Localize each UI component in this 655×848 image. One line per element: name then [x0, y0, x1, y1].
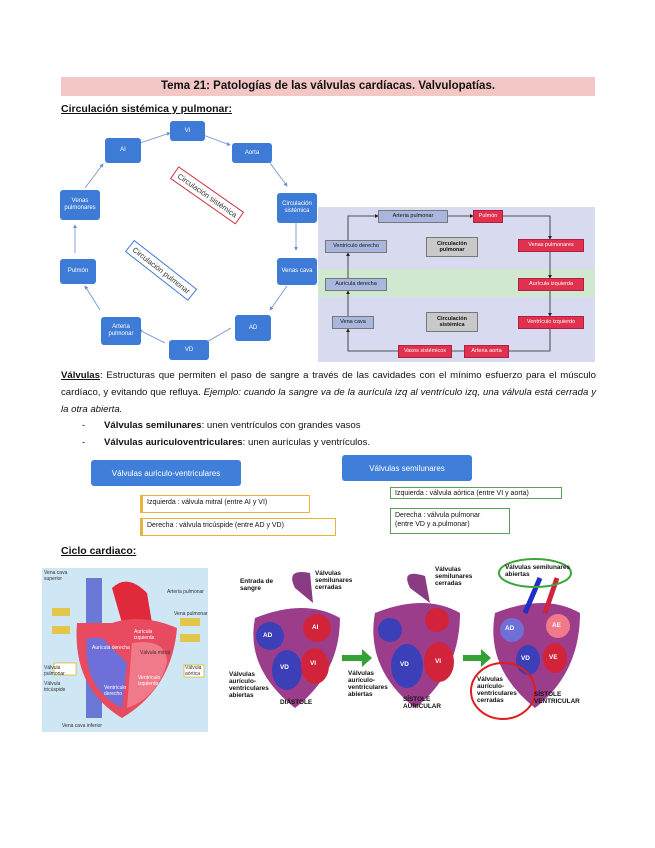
label-diastole: DIÁSTOLE: [280, 699, 313, 706]
label-entrada-sangre: Entrada de sangre: [240, 578, 274, 593]
cycle-node-venas-cava: Venas cava: [277, 258, 317, 285]
label-ventriculo-derecho: Ventrículo derecho: [104, 685, 127, 697]
bullet-text: : unen aurículas y ventrículos.: [242, 437, 371, 448]
label-vd-1: VD: [280, 664, 289, 671]
bullet-term: Válvulas semilunares: [104, 420, 202, 431]
cycle-node-ad: AD: [235, 315, 271, 341]
label-vena-cava-superior: Vena cava superior: [44, 570, 68, 582]
valvulas-list: -Válvulas semilunares: unen ventrículos …: [82, 417, 592, 451]
cycle-node-pulmon: Pulmón: [60, 259, 96, 284]
cycle-arrows: [73, 132, 298, 344]
av-valves-box: Válvulas auriculo-ventriculares: [91, 460, 241, 486]
label-vd-3: VD: [521, 655, 530, 662]
flow-circulacion-sistemica: Circulación sistémica: [426, 312, 478, 332]
circulation-flow-chart: Arteria pulmonar Pulmón Ventrículo derec…: [318, 207, 595, 362]
label-ai-1: AI: [312, 624, 319, 631]
label-ad-3: AD: [505, 625, 515, 632]
label-av-abiertas-1: Válvulas aurículo-ventriculares abiertas: [229, 671, 269, 700]
label-sl-cerradas-1: Válvulas semilunares cerradas: [315, 570, 353, 592]
flow-circulacion-pulmonar: Circulación pulmonar: [426, 237, 478, 257]
bullet-text: : unen ventrículos con grandes vasos: [201, 420, 361, 431]
label-valvula-mitral: Válvula mitral: [140, 650, 171, 656]
heart-anatomy-illustration: Vena cava superior Arteria pulmonar Vena…: [42, 568, 208, 732]
sl-right-box: Derecha : válvula pulmonar (entre VD y a…: [390, 508, 510, 534]
cycle-node-circulacion-sistemica: Circulación sistémica: [277, 193, 317, 223]
label-valvula-tricuspide: Válvula tricúspide: [44, 681, 66, 693]
flow-pulmon: Pulmón: [473, 210, 503, 223]
label-ve-3: VE: [549, 654, 558, 661]
flow-auricula-derecha: Aurícula derecha: [325, 278, 387, 291]
label-vi-1: VI: [310, 660, 317, 667]
label-valvula-pulmonar: Válvula pulmonar: [44, 665, 65, 677]
heart-anatomy-drawing: [52, 578, 205, 718]
label-vd-2: VD: [400, 661, 409, 668]
cycle-node-arteria-pulmonar: Arteria pulmonar: [101, 317, 141, 345]
valvulas-example: Ejemplo: cuando la sangre va de la auríc…: [61, 387, 597, 415]
flow-arteria-pulmonar: Arteria pulmonar: [378, 210, 448, 223]
section-heading-ciclo: Ciclo cardiaco:: [61, 545, 137, 557]
cycle-node-venas-pulmonares: Venas pulmonares: [60, 190, 100, 220]
valvulas-definition: : Estructuras que permiten el paso de sa…: [61, 370, 596, 398]
label-sl-cerradas-2: Válvulas semilunares cerradas: [435, 566, 473, 588]
av-right-box: Derecha : válvula tricúspide (entre AD y…: [140, 518, 336, 536]
flow-ventriculo-izquierdo: Ventrículo izquierdo: [518, 316, 584, 329]
flow-auricula-izquierda: Aurícula izquierda: [518, 278, 584, 291]
bullet-term: Válvulas auriculoventriculares: [104, 437, 243, 448]
valvulas-term: Válvulas: [61, 370, 100, 381]
sl-right-line2: (entre VD y a.pulmonar): [395, 521, 470, 529]
label-av-cerradas: Válvulas aurículo-ventriculares cerradas: [477, 676, 517, 705]
label-ventriculo-izquierdo: Ventrículo izquierdo: [138, 675, 161, 687]
label-ae-3: AE: [552, 622, 561, 629]
flow-vena-cava: Vena cava: [332, 316, 374, 329]
cycle-node-ai: AI: [105, 138, 141, 163]
av-left-box: Izquierda : válvula mitral (entre AI y V…: [140, 495, 310, 513]
flow-arrows: [346, 214, 552, 353]
cycle-node-vi: VI: [170, 121, 205, 141]
section-heading-circulation: Circulación sistémica y pulmonar:: [61, 103, 232, 115]
label-ad-1: AD: [263, 632, 273, 639]
sl-right-line1: Derecha : válvula pulmonar: [395, 512, 481, 519]
flow-venas-pulmonares: Venas pulmonares: [518, 239, 584, 252]
list-item: -Válvulas semilunares: unen ventrículos …: [82, 420, 361, 431]
label-vi-2: VI: [435, 658, 442, 665]
label-sl-abiertas: Válvulas semilunares abiertas: [505, 564, 571, 579]
sl-valves-box: Válvulas semilunares: [342, 455, 472, 481]
label-auricula-derecha: Aurícula derecha: [92, 645, 130, 651]
flow-vasos-sistemicos: Vasos sistémicos: [398, 345, 452, 358]
cardiac-cycle-illustration: Entrada de sangre Válvulas semilunares c…: [225, 558, 595, 723]
label-arteria-pulmonar: Arteria pulmonar: [167, 589, 204, 595]
list-item: -Válvulas auriculoventriculares: unen au…: [82, 437, 371, 448]
page-title: Tema 21: Patologías de las válvulas card…: [61, 77, 595, 96]
cycle-node-aorta: Aorta: [232, 143, 272, 163]
flow-arteria-aorta: Arteria aorta: [464, 345, 509, 358]
label-av-abiertas-2: Válvulas aurículo-ventriculares abiertas: [348, 670, 388, 699]
label-vena-cava-inferior: Vena cava inferior: [62, 723, 103, 729]
cycle-node-vd: VD: [169, 340, 209, 360]
label-auricula-izquierda: Aurícula izquierda: [134, 629, 155, 641]
cardiac-cycle-drawing: [253, 558, 580, 720]
flow-ventriculo-derecho: Ventrículo derecho: [325, 240, 387, 253]
sl-left-box: Izquierda : válvula aórtica (entre VI y …: [390, 487, 562, 499]
circulation-cycle-diagram: VI Aorta Circulación sistémica Venas cav…: [55, 118, 317, 363]
label-valvula-aortica: Válvula aórtica: [185, 665, 202, 677]
valvulas-paragraph: Válvulas: Estructuras que permiten el pa…: [61, 367, 596, 418]
label-vena-pulmonar: Vena pulmonar: [174, 611, 208, 617]
